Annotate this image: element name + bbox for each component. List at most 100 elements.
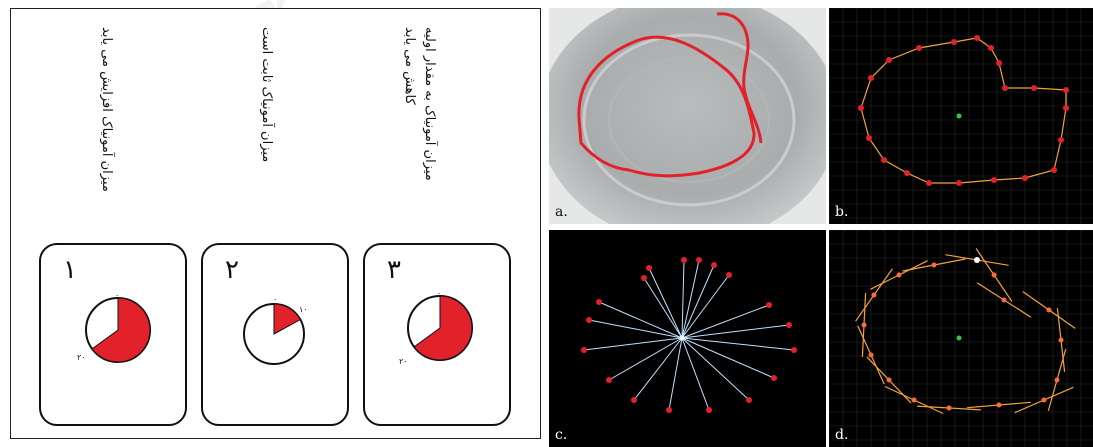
ray-end-point [791, 347, 797, 353]
ray-end-point [726, 272, 732, 278]
ray-line [681, 337, 750, 401]
ray-end-point [641, 275, 647, 281]
grid-lines [829, 230, 1093, 447]
tangent-point [996, 402, 1002, 408]
card-3: ۳ ۰ ۲۰ [363, 243, 511, 426]
contour-point [866, 135, 872, 141]
text-increase-label: میزان آمونیاک افزایش می یابد [99, 27, 114, 192]
tangent-point [871, 292, 877, 298]
clock-filled-sector [91, 297, 151, 363]
tangent-lines-plot [829, 230, 1093, 447]
contour-point [904, 170, 910, 176]
panel-a-label: a. [555, 204, 568, 220]
tangent-point [931, 262, 937, 268]
contour-point [1022, 175, 1028, 181]
card-number: ۲ [225, 255, 239, 285]
contour-point [926, 180, 932, 186]
contour-point [1031, 85, 1037, 91]
ray-line [681, 337, 775, 379]
panel-b-label: b. [835, 204, 849, 220]
text-constant: میزان آمونیاک ثابت است [256, 27, 276, 227]
clock-pie-icon [407, 295, 473, 361]
ray-end-point [711, 262, 717, 268]
center-point [679, 335, 685, 341]
text-increase: میزان آمونیاک افزایش می یابد [96, 27, 116, 227]
contour-point [868, 75, 874, 81]
contour-point [1058, 137, 1064, 143]
ray-end-point [696, 257, 702, 263]
ray-line [681, 264, 715, 339]
ray-line [633, 337, 683, 401]
clock-pie-icon [85, 297, 151, 363]
contour-point [991, 177, 997, 183]
ray-line [681, 259, 685, 339]
clock-tick-top: ۰ [273, 295, 278, 304]
ray-line [681, 259, 700, 339]
clock-tick-side: ۲۰ [399, 357, 408, 366]
ray-end-point [586, 317, 592, 323]
contour-point [951, 39, 957, 45]
ray-end-point [766, 302, 772, 308]
card-number: ۳ [387, 255, 401, 285]
contour-line [860, 37, 1067, 184]
contour-point [988, 45, 994, 51]
clock-tick-top: ۰ [437, 289, 442, 298]
ray-end-point [746, 397, 752, 403]
text-constant-label: میزان آمونیاک ثابت است [259, 27, 274, 163]
start-point [974, 257, 980, 263]
contour-point [858, 105, 864, 111]
clock-filled-sector [413, 295, 473, 361]
ray-line [681, 274, 730, 339]
tangent-point [911, 397, 917, 403]
contour-points-plot [829, 8, 1093, 224]
ammonia-cards-figure: میزان آمونیاک به مقدار اولیه کاهش می یاب… [10, 8, 541, 439]
panel-d-tangents: d. [829, 230, 1093, 447]
ray-end-point [681, 257, 687, 263]
clock-filled-sector [273, 303, 301, 335]
ray-line [648, 267, 683, 339]
tangent-point [991, 272, 997, 278]
ray-end-point [666, 407, 672, 413]
ray-line [583, 337, 683, 351]
contour-point [881, 157, 887, 163]
contour-point [1063, 87, 1069, 93]
radial-rays-plot [581, 257, 797, 413]
card-number: ۱ [63, 255, 77, 285]
ray-end-point [771, 375, 777, 381]
petri-dish-photo [549, 8, 826, 224]
centroid-point [956, 335, 962, 341]
clock-pie-icon [243, 303, 305, 365]
contour-point [1051, 167, 1057, 173]
tangent-point [1054, 377, 1060, 383]
text-decrease-label: میزان آمونیاک به مقدار اولیه کاهش می یاب… [402, 27, 437, 181]
tangent-point [868, 352, 874, 358]
contour-point [1063, 105, 1069, 111]
ray-end-point [606, 377, 612, 383]
ray-end-point [631, 397, 637, 403]
centroid-point [956, 113, 962, 119]
tangent-point [1041, 397, 1047, 403]
panel-c-rays: c. [549, 230, 826, 447]
ray-line [668, 337, 683, 411]
tangent-point [861, 322, 867, 328]
contour-point [974, 35, 980, 41]
tangent-point [886, 377, 892, 383]
clock-tick-top: ۰ [115, 291, 120, 300]
ray-line [588, 319, 683, 339]
contour-point [956, 180, 962, 186]
ray-line [608, 337, 683, 381]
contour-point [996, 60, 1002, 66]
ray-end-point [706, 407, 712, 413]
contour-point [886, 57, 892, 63]
panel-b-contour: b. [829, 8, 1093, 224]
contour-point [916, 45, 922, 51]
tangent-point [1046, 307, 1052, 313]
ray-end-point [581, 347, 587, 353]
clock-tick-side: ۱۰ [299, 305, 308, 314]
ray-line [681, 337, 710, 411]
tangent-point [896, 272, 902, 278]
contour-point [1002, 85, 1008, 91]
ray-line [598, 301, 683, 339]
ray-line [643, 277, 683, 339]
ray-end-point [646, 265, 652, 271]
